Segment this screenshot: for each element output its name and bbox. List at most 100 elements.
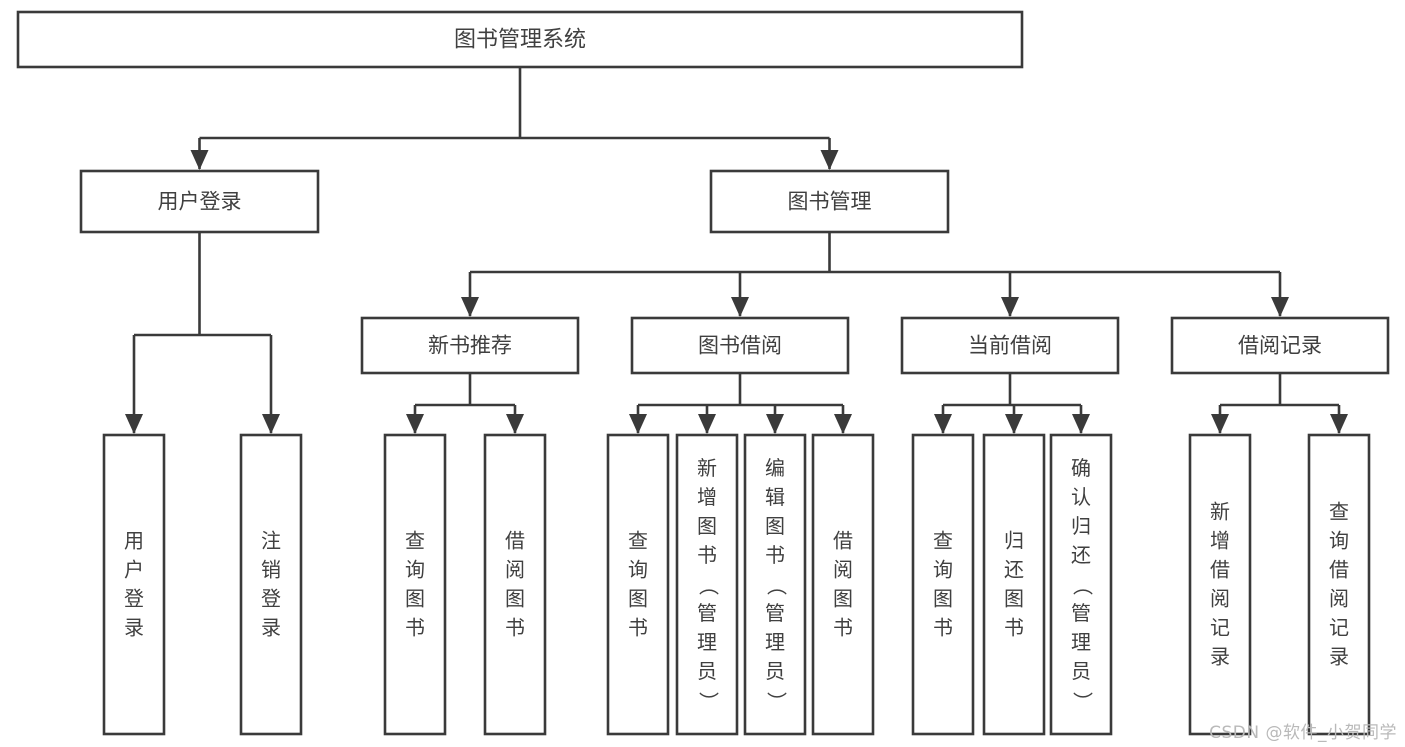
node-leaf-user-login[interactable]: 用户登录 [102,433,166,736]
node-leaf-confirm-return-admin-label-char: 认 [1071,485,1091,509]
node-leaf-add-borrow-record-label-char: 新 [1210,500,1230,524]
arrow-head-icon [506,414,524,434]
node-leaf-add-borrow-record-label-char: 录 [1210,645,1230,669]
arrow-head-icon [1271,297,1289,317]
node-leaf-edit-book-admin-label-char: ） [765,692,789,712]
node-leaf-return-book-label-char: 图 [1004,587,1024,611]
node-leaf-borrow-book-2-label-char: 借 [833,529,853,553]
node-book-manage[interactable]: 图书管理 [709,169,950,234]
node-leaf-edit-book-admin-label-char: 辑 [765,485,785,509]
node-leaf-add-book-admin-label-char: 书 [697,543,717,567]
nodes-layer: 图书管理系统用户登录图书管理新书推荐图书借阅当前借阅借阅记录用户登录注销登录查询… [16,10,1390,736]
node-borrow-record[interactable]: 借阅记录 [1170,316,1390,375]
node-current-borrow-label: 当前借阅 [968,334,1052,358]
node-leaf-query-book-3-label-char: 询 [933,558,953,582]
node-root-root-label: 图书管理系统 [454,28,586,53]
node-leaf-query-book-1-label-char: 书 [405,616,425,640]
node-leaf-user-login-label-char: 户 [124,558,144,582]
node-leaf-borrow-book-2-label-char: 阅 [833,558,853,582]
node-book-borrow-rect [630,316,850,375]
node-leaf-borrow-book-1-label-char: 书 [505,616,525,640]
node-leaf-query-book-2-rect [606,433,670,736]
arrow-head-icon [629,414,647,434]
arrow-head-icon [1005,414,1023,434]
node-leaf-confirm-return-admin-label-char: 管 [1071,601,1091,625]
node-leaf-confirm-return-admin-rect [1049,433,1113,736]
arrow-head-icon [766,414,784,434]
node-leaf-add-borrow-record-label-char: 阅 [1210,587,1230,611]
node-root-root[interactable]: 图书管理系统 [16,10,1024,69]
node-leaf-add-book-admin-label-char: 新 [697,456,717,480]
node-leaf-borrow-book-2-label-char: 书 [833,616,853,640]
arrow-head-icon [934,414,952,434]
node-leaf-edit-book-admin-label-char: 管 [765,601,785,625]
node-leaf-add-book-admin-label-char: （ [697,576,721,596]
node-leaf-edit-book-admin-label-char: 理 [765,630,785,654]
node-leaf-add-borrow-record-label-char: 增 [1210,529,1230,553]
node-leaf-borrow-book-2-label-char: 图 [833,587,853,611]
node-leaf-query-book-1-label-char: 查 [405,529,425,553]
node-leaf-confirm-return-admin-label-char: 归 [1071,514,1091,538]
node-leaf-return-book-label-char: 书 [1004,616,1024,640]
node-leaf-query-borrow-record-label-char: 阅 [1329,587,1349,611]
arrow-head-icon [262,414,280,434]
node-leaf-add-borrow-record-rect [1188,433,1252,736]
node-book-borrow[interactable]: 图书借阅 [630,316,850,375]
node-leaf-query-book-3-label-char: 书 [933,616,953,640]
arrow-head-icon [731,297,749,317]
node-leaf-query-borrow-record-rect [1307,433,1371,736]
node-root-root-rect [16,10,1024,69]
connectors-layer [125,67,1348,434]
node-leaf-confirm-return-admin-label-char: （ [1071,576,1095,596]
node-borrow-record-rect [1170,316,1390,375]
arrow-head-icon [461,297,479,317]
node-leaf-edit-book-admin-label-char: （ [765,576,789,596]
node-leaf-logout-login-label-char: 注 [261,529,281,553]
arrow-head-icon [190,150,209,170]
arrow-head-icon [1330,414,1348,434]
node-borrow-record-label: 借阅记录 [1238,334,1322,358]
arrow-head-icon [820,150,839,170]
node-leaf-query-book-1-rect [383,433,447,736]
node-current-borrow[interactable]: 当前借阅 [900,316,1120,375]
node-leaf-borrow-book-1-label-char: 借 [505,529,525,553]
node-leaf-user-login-label-char: 登 [124,587,144,611]
node-user-login-rect [79,169,320,234]
node-leaf-add-borrow-record-label-char: 借 [1210,558,1230,582]
node-leaf-add-book-admin-rect [675,433,739,736]
node-leaf-query-borrow-record-label-char: 记 [1329,616,1349,640]
arrow-head-icon [406,414,424,434]
node-leaf-query-book-3-label-char: 图 [933,587,953,611]
node-new-book-recommend-rect [360,316,580,375]
node-leaf-add-borrow-record-label-char: 记 [1210,616,1230,640]
arrow-head-icon [1001,297,1019,317]
node-leaf-add-book-admin-label-char: 增 [697,485,717,509]
node-leaf-edit-book-admin-label-char: 编 [765,456,785,480]
node-leaf-user-login-label-char: 用 [124,529,144,553]
node-new-book-recommend-label: 新书推荐 [428,334,512,358]
node-leaf-add-book-admin-label-char: ） [697,692,721,712]
node-leaf-return-book-label-char: 归 [1004,529,1024,553]
node-leaf-query-book-1-label-char: 图 [405,587,425,611]
node-leaf-query-book-3-label-char: 查 [933,529,953,553]
node-leaf-confirm-return-admin-label-char: 理 [1071,630,1091,654]
arrow-head-icon [1072,414,1090,434]
node-user-login[interactable]: 用户登录 [79,169,320,234]
node-leaf-edit-book-admin-label-char: 图 [765,514,785,538]
node-leaf-user-login-label-char: 录 [124,616,144,640]
node-new-book-recommend[interactable]: 新书推荐 [360,316,580,375]
